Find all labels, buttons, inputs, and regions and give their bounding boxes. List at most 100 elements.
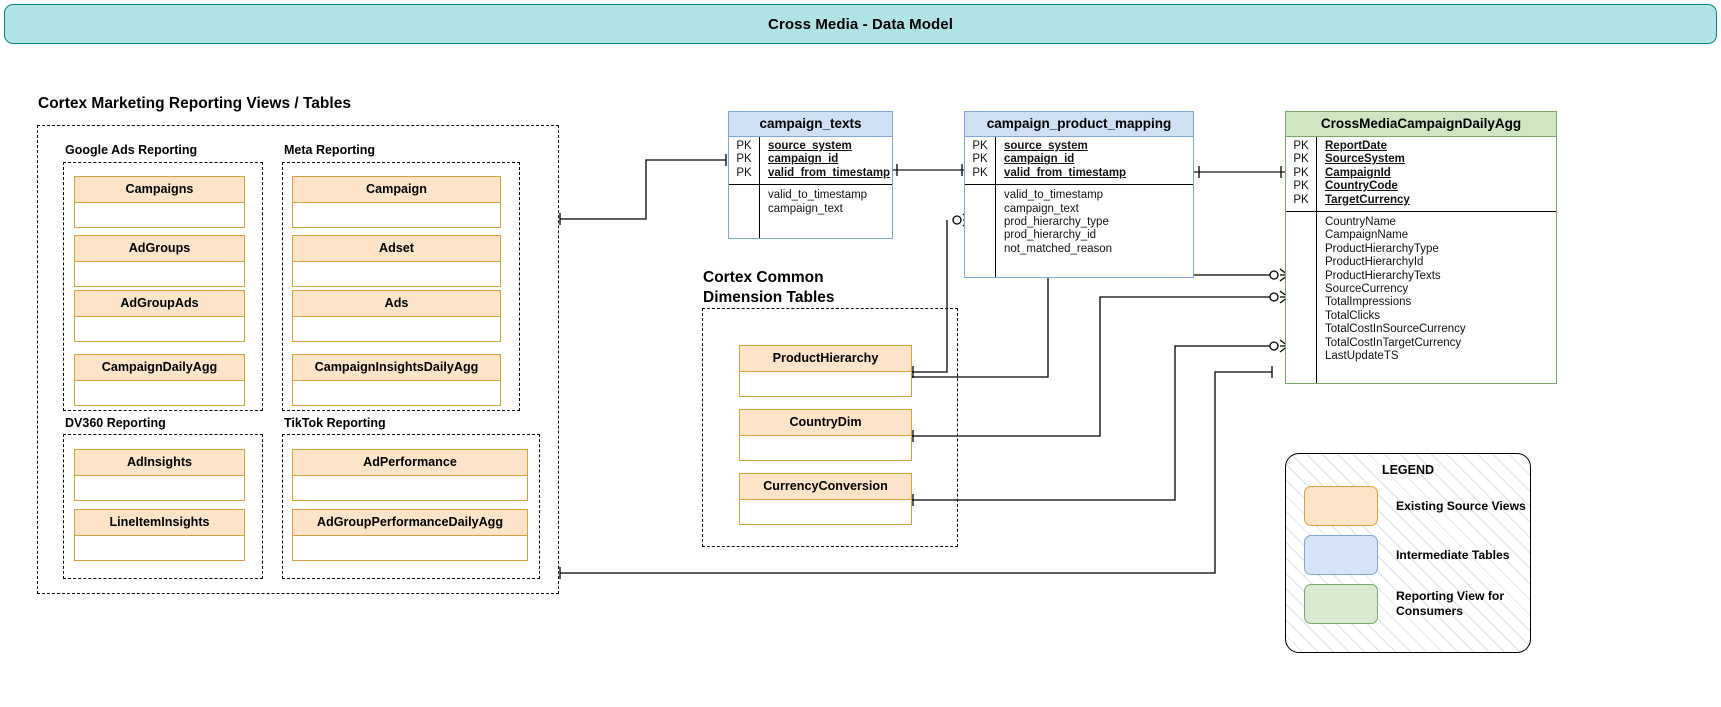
group-title-google-ads: Google Ads Reporting xyxy=(65,143,198,157)
entity-body xyxy=(75,262,244,286)
attribute: prod_hierarchy_type xyxy=(1004,216,1109,229)
entity-title: Ads xyxy=(293,291,500,317)
group-title-tiktok: TikTok Reporting xyxy=(284,416,386,430)
er-key-column-empty xyxy=(965,185,996,278)
er-pk-section: PK PK PK PK PK ReportDate SourceSystem C… xyxy=(1286,137,1556,213)
pk-field: valid_from_timestamp xyxy=(768,166,891,179)
er-field-column: ReportDate SourceSystem CampaignId Count… xyxy=(1317,137,1556,211)
legend-item-existing-source-views: Existing Source Views xyxy=(1304,486,1530,526)
legend-swatch-orange xyxy=(1304,486,1378,526)
pk-label: PK xyxy=(1293,180,1309,193)
pk-label: PK xyxy=(972,153,988,166)
entity-adperformance[interactable]: AdPerformance xyxy=(292,449,528,501)
pk-field: valid_from_timestamp xyxy=(1004,166,1127,179)
attribute: ProductHierarchyTexts xyxy=(1325,269,1441,282)
entity-campaigninsightsdailyagg[interactable]: CampaignInsightsDailyAgg xyxy=(292,354,501,406)
er-key-column-empty xyxy=(729,185,760,239)
er-attr-section: valid_to_timestamp campaign_text xyxy=(729,185,892,239)
pk-label: PK xyxy=(1293,166,1309,179)
attribute: CountryName xyxy=(1325,216,1396,229)
attribute: valid_to_timestamp xyxy=(1004,189,1104,202)
attribute: TotalClicks xyxy=(1325,309,1380,322)
pk-label: PK xyxy=(1293,153,1309,166)
entity-campaigndailyagg[interactable]: CampaignDailyAgg xyxy=(74,354,245,406)
er-table-crossmedia-campaign-daily-agg[interactable]: CrossMediaCampaignDailyAgg PK PK PK PK P… xyxy=(1285,111,1557,385)
entity-producthierarchy[interactable]: ProductHierarchy xyxy=(739,345,912,397)
legend-label: Reporting View for Consumers xyxy=(1396,589,1505,618)
entity-adinsights[interactable]: AdInsights xyxy=(74,449,245,501)
pk-field: CountryCode xyxy=(1325,180,1398,193)
entity-title: Campaigns xyxy=(75,177,244,203)
er-table-title: campaign_texts xyxy=(729,112,892,137)
legend-item-intermediate-tables: Intermediate Tables xyxy=(1304,535,1530,575)
pk-field: source_system xyxy=(768,140,852,152)
entity-ads[interactable]: Ads xyxy=(292,290,501,342)
pk-label: PK xyxy=(1293,193,1309,206)
er-key-column-empty xyxy=(1286,212,1317,384)
pk-label: PK xyxy=(736,153,752,166)
entity-adgroupads[interactable]: AdGroupAds xyxy=(74,290,245,342)
entity-lineiteminsights[interactable]: LineItemInsights xyxy=(74,509,245,561)
group-box-meta xyxy=(282,162,520,411)
er-field-column: source_system campaign_id valid_from_tim… xyxy=(996,137,1193,184)
entity-body xyxy=(75,381,244,405)
group-box-google-ads xyxy=(63,162,263,411)
entity-body xyxy=(293,476,527,500)
left-section-title: Cortex Marketing Reporting Views / Table… xyxy=(38,95,351,112)
group-box-dv360 xyxy=(63,434,263,579)
entity-title: AdGroupAds xyxy=(75,291,244,317)
er-field-column: source_system campaign_id valid_from_tim… xyxy=(760,137,892,184)
attribute: CampaignName xyxy=(1325,229,1409,242)
pk-label: PK xyxy=(736,166,752,179)
pk-field: SourceSystem xyxy=(1325,153,1405,166)
er-pk-section: PK PK PK source_system campaign_id valid… xyxy=(729,137,892,186)
pk-field: CampaignId xyxy=(1325,166,1391,179)
page-title: Cross Media - Data Model xyxy=(768,15,953,33)
entity-adgroups[interactable]: AdGroups xyxy=(74,235,245,287)
pk-field: ReportDate xyxy=(1325,140,1387,152)
entity-body xyxy=(740,500,911,524)
pk-field: campaign_id xyxy=(1004,153,1075,166)
entity-currencyconversion[interactable]: CurrencyConversion xyxy=(739,473,912,525)
attribute: not_matched_reason xyxy=(1004,242,1113,255)
entity-body xyxy=(293,317,500,341)
er-table-title: campaign_product_mapping xyxy=(965,112,1193,137)
entity-body xyxy=(75,317,244,341)
legend-label: Existing Source Views xyxy=(1396,498,1526,513)
entity-countrydim[interactable]: CountryDim xyxy=(739,409,912,461)
attribute: TotalCostInSourceCurrency xyxy=(1325,323,1466,336)
entity-campaigns[interactable]: Campaigns xyxy=(74,176,245,228)
legend-swatch-blue xyxy=(1304,535,1378,575)
attribute: ProductHierarchyId xyxy=(1325,256,1424,269)
attribute: TotalCostInTargetCurrency xyxy=(1325,336,1462,349)
entity-adgroupperformancedailyagg[interactable]: AdGroupPerformanceDailyAgg xyxy=(292,509,528,561)
entity-adset[interactable]: Adset xyxy=(292,235,501,287)
pk-label: PK xyxy=(1293,140,1309,152)
entity-title: CampaignDailyAgg xyxy=(75,355,244,381)
legend-swatch-green xyxy=(1304,584,1378,624)
legend-panel: LEGEND Existing Source Views Intermediat… xyxy=(1285,453,1531,653)
entity-title: AdGroupPerformanceDailyAgg xyxy=(293,510,527,536)
entity-body xyxy=(740,436,911,460)
er-table-title: CrossMediaCampaignDailyAgg xyxy=(1286,112,1556,137)
entity-title: CurrencyConversion xyxy=(740,474,911,500)
entity-campaign[interactable]: Campaign xyxy=(292,176,501,228)
entity-title: AdGroups xyxy=(75,236,244,262)
attribute: valid_to_timestamp xyxy=(768,189,868,202)
group-title-meta: Meta Reporting xyxy=(284,143,375,157)
er-table-campaign-texts[interactable]: campaign_texts PK PK PK source_system ca… xyxy=(728,111,893,240)
entity-title: CountryDim xyxy=(740,410,911,436)
pk-field: source_system xyxy=(1004,140,1088,152)
legend-item-reporting-view: Reporting View for Consumers xyxy=(1304,584,1530,624)
entity-body xyxy=(293,262,500,286)
entity-title: CampaignInsightsDailyAgg xyxy=(293,355,500,381)
pk-field: campaign_id xyxy=(768,153,839,166)
pk-field: TargetCurrency xyxy=(1325,193,1410,206)
er-table-campaign-product-mapping[interactable]: campaign_product_mapping PK PK PK source… xyxy=(964,111,1194,279)
er-attr-section: CountryName CampaignName ProductHierarch… xyxy=(1286,212,1556,384)
entity-title: LineItemInsights xyxy=(75,510,244,536)
entity-title: ProductHierarchy xyxy=(740,346,911,372)
legend-label: Intermediate Tables xyxy=(1396,547,1510,562)
